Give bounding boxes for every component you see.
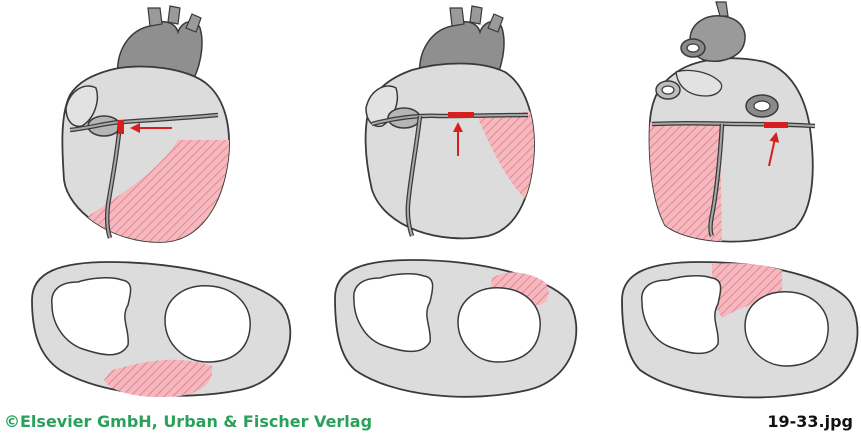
- heart-middle: [366, 6, 540, 238]
- occlusion-marker: [118, 120, 124, 134]
- left-ventricle-cavity: [458, 288, 540, 362]
- left-ventricle-cavity: [165, 286, 250, 362]
- occlusion-marker: [764, 122, 788, 128]
- carotid-artery: [168, 6, 180, 24]
- left-ventricle-cavity: [745, 292, 828, 366]
- cross-section-right: [622, 262, 858, 397]
- brachiocephalic-artery: [148, 8, 162, 26]
- occlusion-marker: [448, 112, 474, 118]
- cross-section-left: [32, 262, 290, 397]
- filename-label: 19-33.jpg: [767, 412, 853, 431]
- heart-right: [640, 2, 815, 250]
- copyright-text: ©Elsevier GmbH, Urban & Fischer Verlag: [4, 412, 372, 431]
- cross-section-middle: [335, 260, 576, 397]
- heart-left: [60, 6, 235, 250]
